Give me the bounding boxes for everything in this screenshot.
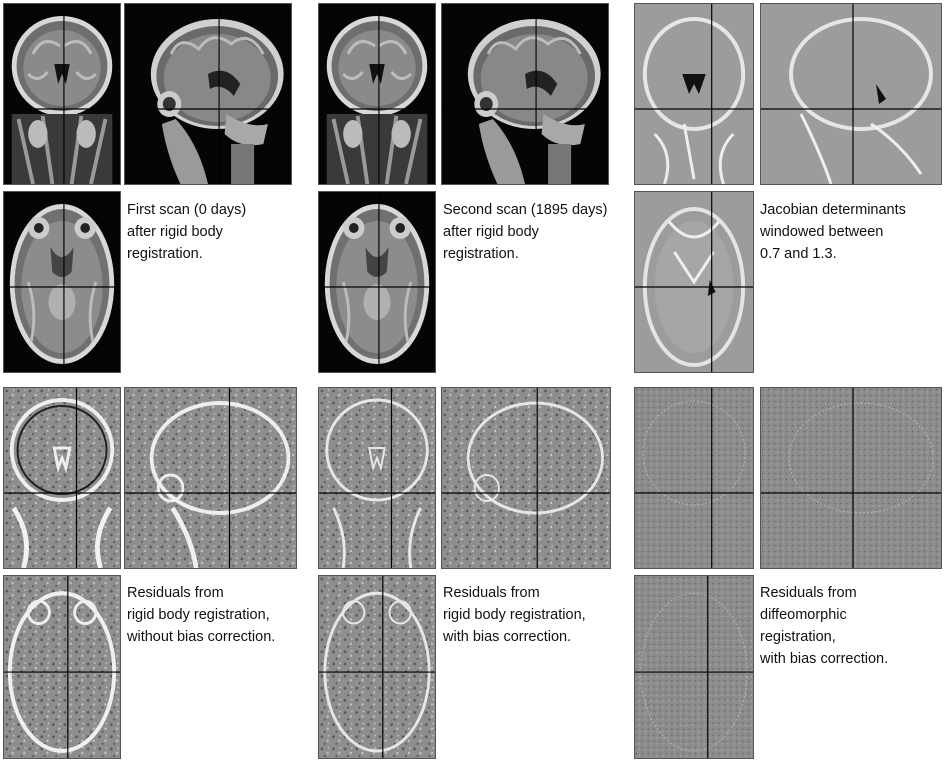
caption-line: registration. xyxy=(443,246,519,262)
scan2-coronal-image xyxy=(318,3,436,185)
scan2-axial-image xyxy=(318,191,436,373)
res-rigid-bias-caption: Residuals from rigid body registration, … xyxy=(443,582,586,648)
caption-line: Residuals from xyxy=(443,585,540,601)
res-rigid-nobias-coronal-image xyxy=(3,387,121,569)
res-rigid-bias-sagittal-image xyxy=(441,387,611,569)
res-diffeo-caption: Residuals from diffeomorphic registratio… xyxy=(760,582,888,670)
jacobian-sagittal-image xyxy=(760,3,942,185)
caption-line: diffeomorphic xyxy=(760,607,847,623)
caption-line: Residuals from xyxy=(760,585,857,601)
scan1-axial-image xyxy=(3,191,121,373)
res-rigid-bias-axial-image xyxy=(318,575,436,759)
scan1-caption: First scan (0 days) after rigid body reg… xyxy=(127,199,246,265)
res-rigid-nobias-sagittal-image xyxy=(124,387,297,569)
caption-line: without bias correction. xyxy=(127,629,276,645)
scan1-sagittal-image xyxy=(124,3,292,185)
caption-line: rigid body registration, xyxy=(443,607,586,623)
caption-line: First scan (0 days) xyxy=(127,202,247,218)
res-rigid-nobias-caption: Residuals from rigid body registration, … xyxy=(127,582,275,648)
caption-line: Residuals from xyxy=(127,585,224,601)
caption-line: rigid body registration, xyxy=(127,607,270,623)
caption-line: after rigid body xyxy=(443,224,539,240)
caption-line: with bias correction. xyxy=(443,629,572,645)
jacobian-caption: Jacobian determinants windowed between 0… xyxy=(760,199,906,265)
res-diffeo-axial-image xyxy=(634,575,754,759)
res-rigid-nobias-axial-image xyxy=(3,575,121,759)
res-diffeo-sagittal-image xyxy=(760,387,942,569)
caption-line: registration. xyxy=(127,246,203,262)
res-diffeo-coronal-image xyxy=(634,387,754,569)
jacobian-coronal-image xyxy=(634,3,754,185)
res-rigid-bias-coronal-image xyxy=(318,387,436,569)
jacobian-axial-image xyxy=(634,191,754,373)
caption-line: 0.7 and 1.3. xyxy=(760,246,837,262)
scan2-sagittal-image xyxy=(441,3,609,185)
caption-line: Jacobian determinants xyxy=(760,202,906,218)
caption-line: after rigid body xyxy=(127,224,223,240)
scan1-coronal-image xyxy=(3,3,121,185)
caption-line: with bias correction. xyxy=(760,651,889,667)
caption-line: Second scan (1895 days) xyxy=(443,202,608,218)
caption-line: windowed between xyxy=(760,224,884,240)
scan2-caption: Second scan (1895 days) after rigid body… xyxy=(443,199,607,265)
caption-line: registration, xyxy=(760,629,836,645)
